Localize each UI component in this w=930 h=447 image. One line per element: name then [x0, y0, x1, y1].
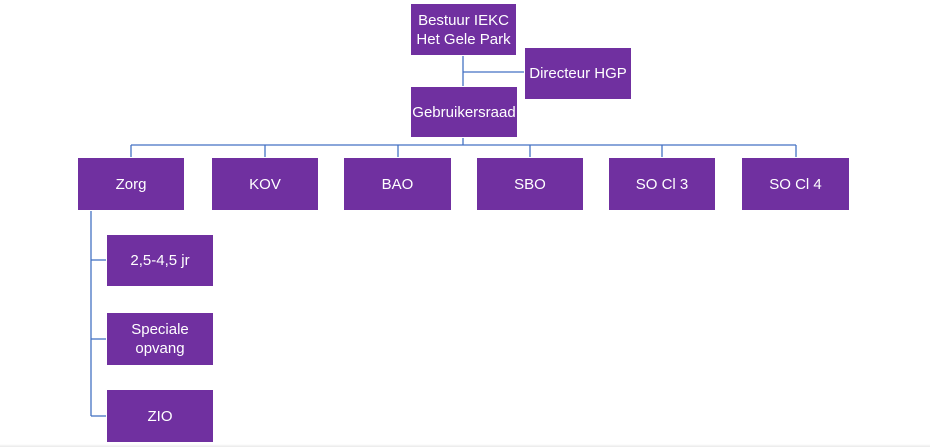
zorg-child-2-5-4-5-jr: 2,5-4,5 jr [106, 234, 214, 287]
zorg-child-zio: ZIO [106, 389, 214, 443]
department-kov: KOV [211, 157, 319, 211]
department-so-cl-4: SO Cl 4 [741, 157, 850, 211]
department-so-cl-3: SO Cl 3 [608, 157, 716, 211]
directeur-box: Directeur HGP [524, 47, 632, 100]
department-sbo: SBO [476, 157, 584, 211]
bestuur-box: Bestuur IEKC Het Gele Park [410, 3, 517, 56]
zorg-child-speciale-opvang: Speciale opvang [106, 312, 214, 366]
department-bao: BAO [343, 157, 452, 211]
department-zorg: Zorg [77, 157, 185, 211]
gebruikersraad-box: Gebruikersraad [410, 86, 518, 138]
slide-bottom-edge [0, 444, 930, 447]
